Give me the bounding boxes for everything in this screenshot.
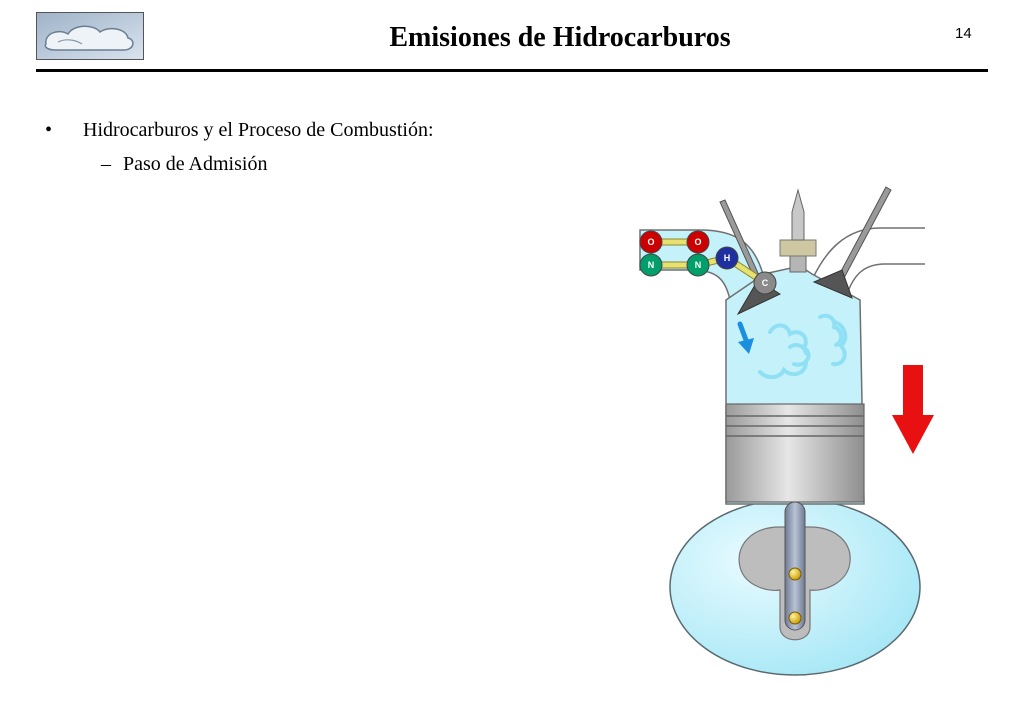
oxygen-atom-icon — [639, 230, 663, 254]
carbon-atom-icon — [753, 271, 777, 295]
engine-intake-diagram: O O N N H C — [639, 186, 934, 676]
down-arrow-icon — [892, 365, 934, 454]
bullet-marker: • — [45, 119, 53, 141]
hydrogen-atom-icon — [715, 246, 739, 270]
wrist-pin — [788, 567, 802, 581]
nitrogen-atom-icon — [686, 253, 710, 277]
atom-label: H — [724, 253, 731, 263]
fuel-vapor — [758, 313, 848, 379]
slide-title: Emisiones de Hidrocarburos — [389, 22, 731, 53]
nitrogen-atom-icon — [639, 253, 663, 277]
atom-label: O — [647, 237, 654, 247]
bullet-item: • Hidrocarburos y el Proceso de Combusti… — [45, 116, 434, 144]
title-divider — [36, 69, 988, 72]
sub-bullet-item: – Paso de Admisión — [45, 150, 434, 178]
piston — [725, 403, 865, 503]
spark-plug-icon — [779, 188, 817, 273]
atom-label: O — [694, 237, 701, 247]
connecting-rod — [784, 501, 806, 631]
atom-label: N — [695, 260, 702, 270]
logo — [36, 12, 144, 60]
bullet-text: Hidrocarburos y el Proceso de Combustión… — [83, 119, 434, 141]
molecule: O O N N H C — [639, 230, 777, 295]
sub-bullet-text: Paso de Admisión — [123, 153, 268, 175]
atom-label: C — [762, 278, 769, 288]
sub-bullet-marker: – — [101, 153, 111, 175]
page-number: 14 — [955, 25, 972, 42]
exhaust-valve-icon — [812, 186, 892, 299]
flow-arrow-icon — [737, 321, 754, 354]
crank-pin — [788, 611, 802, 625]
bullet-list: • Hidrocarburos y el Proceso de Combusti… — [45, 116, 434, 178]
atom-label: N — [648, 260, 655, 270]
oxygen-atom-icon — [686, 230, 710, 254]
